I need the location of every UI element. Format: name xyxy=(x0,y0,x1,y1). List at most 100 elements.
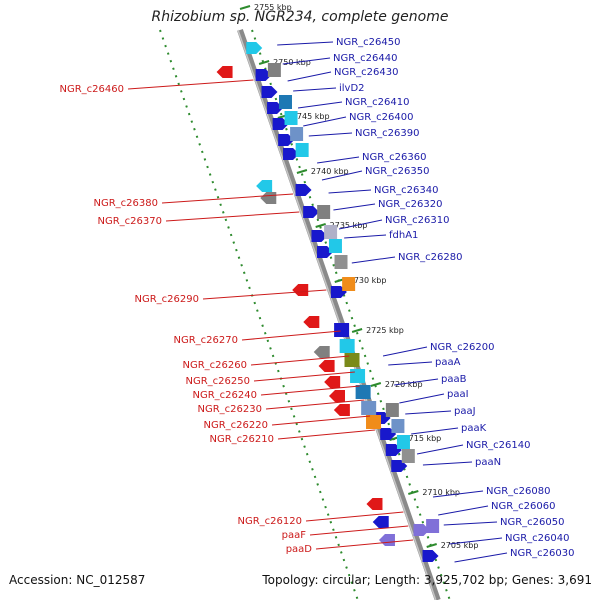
forward-gene-box xyxy=(278,95,292,109)
kbp-tick-label: 2745 kbp xyxy=(292,112,330,121)
forward-gene-box xyxy=(396,435,410,449)
forward-gene-leader xyxy=(388,361,433,366)
forward-gene-box xyxy=(401,449,415,463)
reverse-gene-label: NGR_c26290 xyxy=(135,294,200,305)
forward-gene-leader xyxy=(338,219,383,230)
forward-gene-label: NGR_c26200 xyxy=(430,342,495,353)
reverse-gene-label: NGR_c26250 xyxy=(186,376,251,387)
reverse-gene-box xyxy=(339,339,355,353)
forward-gene-label: fdhA1 xyxy=(389,230,418,241)
reverse-gene-label: NGR_c26240 xyxy=(193,390,258,401)
forward-gene-box xyxy=(324,225,338,239)
forward-gene-label: NGR_c26400 xyxy=(349,112,414,123)
forward-gene-leader xyxy=(443,521,498,526)
reverse-gene-glyph xyxy=(329,390,346,402)
forward-gene-box xyxy=(267,63,281,77)
forward-gene-glyph xyxy=(295,184,312,196)
kbp-tick xyxy=(239,5,251,10)
reverse-gene-glyph xyxy=(324,376,341,388)
genome-backbone-highlight xyxy=(237,29,437,600)
reverse-gene-leader xyxy=(241,330,341,341)
forward-gene-label: NGR_c26440 xyxy=(333,53,398,64)
reverse-gene-glyph xyxy=(216,66,233,78)
forward-gene-leader xyxy=(303,116,347,127)
forward-gene-label: NGR_c26310 xyxy=(385,215,450,226)
forward-gene-label: NGR_c26390 xyxy=(355,128,420,139)
reverse-gene-glyph xyxy=(260,192,277,204)
reverse-gene-leader xyxy=(265,399,365,410)
forward-gene-leader xyxy=(293,87,337,92)
reverse-gene-label: NGR_c26120 xyxy=(238,516,303,527)
reverse-gene-glyph xyxy=(256,180,273,192)
forward-gene-label: NGR_c26080 xyxy=(486,486,551,497)
forward-gene-label: paaN xyxy=(475,457,501,468)
forward-gene-leader xyxy=(317,156,360,164)
reverse-gene-label: NGR_c26210 xyxy=(210,434,275,445)
reverse-gene-leader xyxy=(315,539,414,550)
forward-gene-label: NGR_c26040 xyxy=(505,533,570,544)
forward-gene-leader xyxy=(416,444,464,455)
kbp-tick-label: 2740 kbp xyxy=(311,167,349,176)
forward-gene-box xyxy=(385,403,399,417)
forward-gene-label: NGR_c26030 xyxy=(510,548,575,559)
kbp-tick-label: 2755 kbp xyxy=(254,3,292,12)
reverse-gene-glyph xyxy=(318,360,335,372)
kbp-tick-label: 2725 kbp xyxy=(366,326,404,335)
forward-gene-label: NGR_c26060 xyxy=(491,501,556,512)
forward-gene-leader xyxy=(411,427,459,435)
forward-gene-box xyxy=(284,111,298,125)
forward-gene-label: NGR_c26410 xyxy=(345,97,410,108)
forward-gene-box xyxy=(342,277,356,291)
forward-gene-box xyxy=(317,205,331,219)
forward-gene-label: NGR_c26450 xyxy=(336,37,401,48)
kbp-tick-label: 2735 kbp xyxy=(330,221,368,230)
reverse-gene-label: paaD xyxy=(286,544,313,555)
forward-gene-label: NGR_c26320 xyxy=(378,199,443,210)
reverse-gene-leader xyxy=(309,525,409,536)
forward-gene-leader xyxy=(422,461,473,466)
forward-gene-leader xyxy=(333,203,376,211)
forward-gene-leader xyxy=(454,552,508,563)
forward-gene-label: paaB xyxy=(441,374,467,385)
map-title: Rhizobium sp. NGR234, complete genome xyxy=(151,9,449,25)
forward-gene-label: NGR_c26140 xyxy=(466,440,531,451)
reverse-gene-box xyxy=(366,415,382,429)
reverse-gene-leader xyxy=(202,289,327,300)
forward-gene-leader xyxy=(382,346,428,357)
kbp-tick-label: 2720 kbp xyxy=(385,380,423,389)
forward-gene-leader xyxy=(297,101,343,109)
forward-gene-leader xyxy=(405,410,452,415)
forward-gene-glyph xyxy=(246,42,263,54)
reverse-gene-glyph xyxy=(333,404,350,416)
kbp-tick xyxy=(408,490,419,495)
reverse-gene-box xyxy=(355,385,371,399)
reverse-gene-glyph xyxy=(303,316,320,328)
forward-gene-leader xyxy=(432,490,484,498)
forward-gene-leader xyxy=(394,378,439,386)
kbp-tick xyxy=(370,382,382,387)
reverse-gene-label: NGR_c26260 xyxy=(183,360,248,371)
forward-gene-label: paaK xyxy=(461,423,487,434)
forward-gene-glyph xyxy=(413,524,430,536)
forward-gene-label: NGR_c26360 xyxy=(362,152,427,163)
reverse-gene-label: NGR_c26270 xyxy=(174,335,239,346)
reverse-gene-label: NGR_c26220 xyxy=(204,420,269,431)
forward-gene-label: NGR_c26280 xyxy=(398,252,463,263)
reverse-gene-leader xyxy=(305,511,404,522)
forward-gene-label: NGR_c26430 xyxy=(334,67,399,78)
kbp-tick-label: 2710 kbp xyxy=(422,488,460,497)
reverse-gene-label: NGR_c26230 xyxy=(198,404,263,415)
forward-gene-label: paaA xyxy=(435,357,461,368)
reverse-gene-leader xyxy=(277,429,376,440)
forward-gene-glyph xyxy=(283,148,300,160)
reverse-gene-glyph xyxy=(372,516,389,528)
forward-gene-box xyxy=(290,127,304,141)
reverse-gene-leader xyxy=(165,211,300,222)
kbp-tick-label: 2715 kbp xyxy=(404,434,442,443)
forward-gene-glyph xyxy=(311,230,328,242)
accession-label: Accession: NC_012587 xyxy=(9,573,146,587)
forward-gene-label: NGR_c26050 xyxy=(500,517,565,528)
forward-gene-label: NGR_c26350 xyxy=(365,166,430,177)
forward-gene-leader xyxy=(438,505,489,516)
